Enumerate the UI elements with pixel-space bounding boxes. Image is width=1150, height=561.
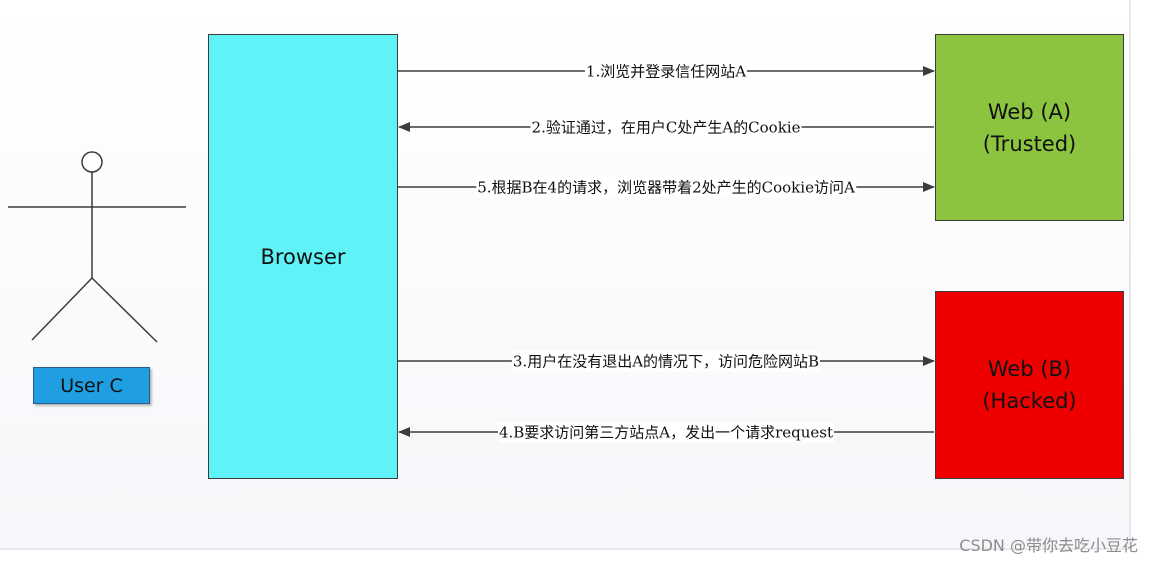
user-c-label: User C — [33, 367, 150, 404]
actor-left-leg — [31, 277, 93, 341]
actor-head — [81, 151, 103, 173]
arrow-3-label: 3.用户在没有退出A的情况下，访问危险网站B — [511, 350, 821, 372]
arrow-1-label: 1.浏览并登录信任网站A — [584, 60, 748, 82]
arrow-2-label: 2.验证通过，在用户C处产生A的Cookie — [530, 116, 802, 138]
actor-right-leg — [91, 277, 158, 343]
web-b-hacked-node: Web (B) (Hacked) — [935, 291, 1124, 479]
user-actor-figure — [8, 151, 186, 343]
diagram-canvas: User C Browser Web (A) (Trusted) Web (B)… — [0, 0, 1131, 550]
arrow-5-label: 5.根据B在4的请求，浏览器带着2处产生的Cookie访问A — [476, 176, 856, 198]
csdn-watermark: CSDN @带你去吃小豆花 — [959, 536, 1138, 555]
arrow-4-label: 4.B要求访问第三方站点A，发出一个请求request — [497, 421, 835, 443]
browser-node: Browser — [208, 34, 398, 479]
web-a-trusted-node: Web (A) (Trusted) — [935, 34, 1124, 221]
